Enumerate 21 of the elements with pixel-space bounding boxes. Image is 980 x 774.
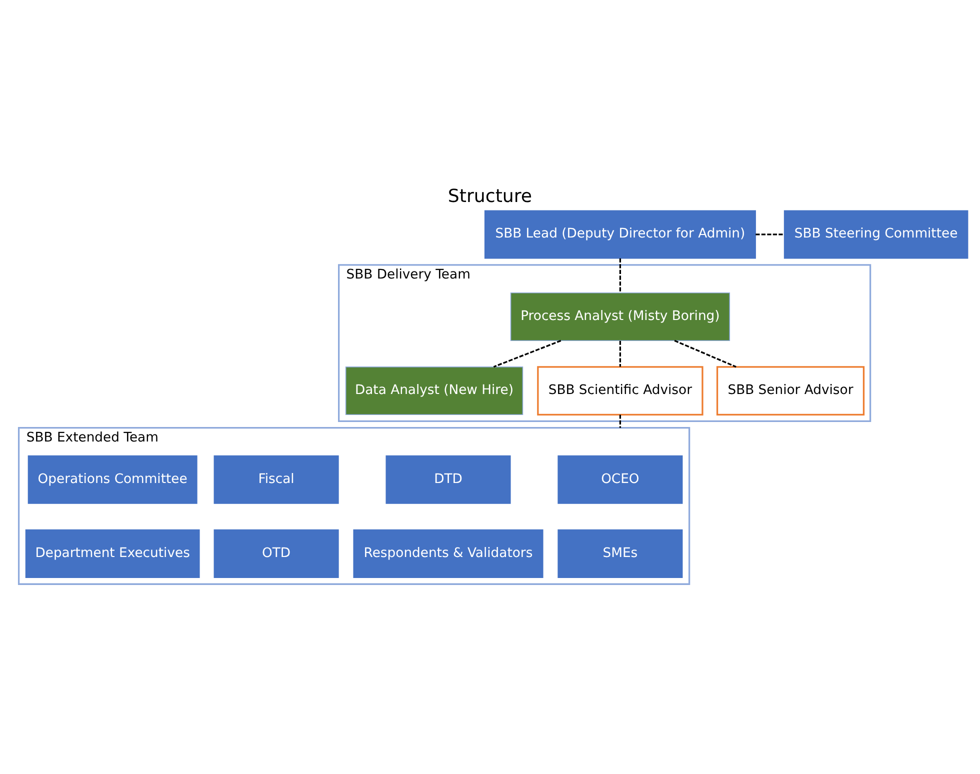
connector (619, 414, 622, 428)
diagram-title: Structure (448, 186, 532, 207)
node-box: SBB Steering Committee (784, 210, 968, 258)
connector (674, 339, 736, 368)
node-box: Fiscal (214, 454, 339, 504)
node-box: Operations Committee (28, 454, 198, 504)
connector (493, 339, 562, 368)
node-box: SBB Lead (Deputy Director for Admin) (484, 210, 756, 258)
node-box: DTD (386, 454, 511, 504)
node-box: OTD (214, 528, 339, 578)
node-box: SMEs (558, 528, 683, 578)
node-box: Data Analyst (New Hire) (345, 366, 524, 415)
connector (756, 233, 784, 235)
node-box: Process Analyst (Misty Boring) (510, 292, 730, 341)
node-box: Department Executives (25, 528, 200, 578)
connector (619, 340, 622, 366)
connector (619, 258, 622, 292)
node-box: OCEO (558, 454, 683, 504)
node-box: Respondents & Validators (353, 528, 544, 578)
node-box: SBB Senior Advisor (716, 366, 865, 415)
node-box: SBB Scientific Advisor (537, 366, 704, 415)
